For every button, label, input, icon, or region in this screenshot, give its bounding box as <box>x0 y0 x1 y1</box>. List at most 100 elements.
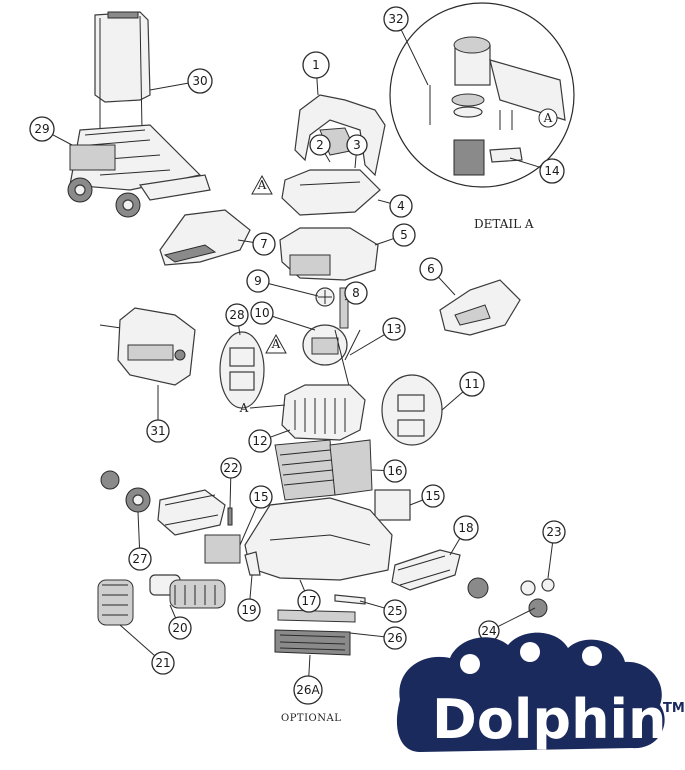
callout-2: 2 <box>309 134 331 163</box>
callout-5: 5 <box>374 223 416 247</box>
a-marker: A <box>257 178 267 192</box>
optional-label: OPTIONAL <box>281 713 341 724</box>
callout-circle <box>168 616 192 640</box>
callout-leader-line <box>137 511 141 549</box>
callout-circle <box>419 257 443 281</box>
callout-number: 24 <box>481 624 496 638</box>
side-cover-right <box>439 279 521 336</box>
callout-circle <box>237 598 261 622</box>
callout-number: 8 <box>352 286 360 300</box>
callout-number: 5 <box>400 228 408 242</box>
callout-circle <box>187 68 213 94</box>
callout-number: 28 <box>229 308 244 322</box>
callout-leader-line <box>239 506 258 546</box>
callout-number: 17 <box>301 594 316 608</box>
callout-12: 12 <box>248 429 291 453</box>
callout-19: 19 <box>237 574 261 622</box>
callout-number: 15 <box>253 490 268 504</box>
callout-circle <box>542 520 566 544</box>
detail-a-title: DETAIL A <box>474 217 534 231</box>
callout-circle <box>302 51 330 79</box>
callout-leader-line <box>237 239 254 243</box>
dolphin-logo: Dolphin TM <box>396 632 685 752</box>
callout-6: 6 <box>419 257 456 296</box>
filter-elements <box>219 331 443 446</box>
callout-number: 19 <box>241 603 256 617</box>
callout-3: 3 <box>346 134 368 169</box>
callout-number: 12 <box>252 434 267 448</box>
callout-number: 3 <box>353 138 361 152</box>
brushes-axle <box>97 574 226 626</box>
callout-number: 26 <box>387 631 402 645</box>
callout-17: 17 <box>297 579 321 613</box>
callout-circle <box>29 116 55 142</box>
callout-circle <box>383 6 409 32</box>
callout-leader-line <box>509 157 541 168</box>
callout-number: 16 <box>387 464 402 478</box>
callout-number: 11 <box>464 377 479 391</box>
caddy-cart <box>67 11 211 218</box>
callout-number: 32 <box>388 12 403 26</box>
callout-circle <box>382 317 406 341</box>
callout-number: 2 <box>316 138 324 152</box>
callout-number: 4 <box>397 199 405 213</box>
callout-number: 15 <box>425 489 440 503</box>
callout-circle <box>453 515 479 541</box>
callout-circle <box>225 303 249 327</box>
callout-number: 13 <box>386 322 401 336</box>
power-supply <box>99 307 196 386</box>
callout-32: 32 <box>383 6 429 86</box>
callout-number: 22 <box>223 461 238 475</box>
callout-leader-line <box>268 283 319 297</box>
callout-22: 22 <box>220 457 242 509</box>
callout-13: 13 <box>349 317 406 356</box>
callout-circle <box>346 134 368 156</box>
callout-leader-line <box>371 469 385 472</box>
callout-leader-line <box>270 429 291 438</box>
callout-leader-line <box>299 579 306 592</box>
callout-circle <box>128 547 152 571</box>
callout-circle <box>250 301 274 325</box>
callout-number: 10 <box>254 306 269 320</box>
callout-29: 29 <box>29 116 73 146</box>
callout-number: 29 <box>34 122 49 136</box>
callout-leader-line <box>229 477 232 509</box>
chassis-top <box>279 227 379 281</box>
callout-number: 6 <box>427 262 435 276</box>
a-marker: A <box>239 401 249 415</box>
callout-number: 30 <box>192 74 207 88</box>
logo-trademark: TM <box>663 701 685 716</box>
callout-circle <box>383 626 407 650</box>
callout-31: 31 <box>146 385 170 443</box>
callout-circle <box>293 675 323 705</box>
callout-leader-line <box>441 391 464 411</box>
callout-circle <box>383 459 407 483</box>
callout-leader-line <box>449 538 461 556</box>
callout-26: 26 <box>349 626 407 650</box>
callout-30: 30 <box>149 68 213 94</box>
a-marker: A <box>543 111 553 125</box>
callout-28: 28 <box>225 303 249 336</box>
callout-circle <box>421 484 445 508</box>
bottom-brushes <box>274 609 356 656</box>
callout-14: 14 <box>509 157 565 184</box>
callout-leader-line <box>374 238 394 246</box>
callout-number: 20 <box>172 621 187 635</box>
callout-circle <box>297 589 321 613</box>
callout-10: 10 <box>250 301 316 331</box>
callout-number: 14 <box>544 164 559 178</box>
impeller-motor <box>302 287 361 391</box>
callout-leader-line <box>349 632 385 638</box>
callout-number: 23 <box>546 525 561 539</box>
callout-23: 23 <box>542 520 566 579</box>
a-markers: A A A A <box>239 108 558 415</box>
logo-wordmark: Dolphin <box>432 688 666 751</box>
callout-leader-line <box>359 600 385 609</box>
callout-leader-line <box>400 29 429 86</box>
callout-leader-line <box>324 153 331 163</box>
callout-7: 7 <box>237 232 276 256</box>
callout-circle <box>539 158 565 184</box>
callout-circle <box>249 485 273 509</box>
